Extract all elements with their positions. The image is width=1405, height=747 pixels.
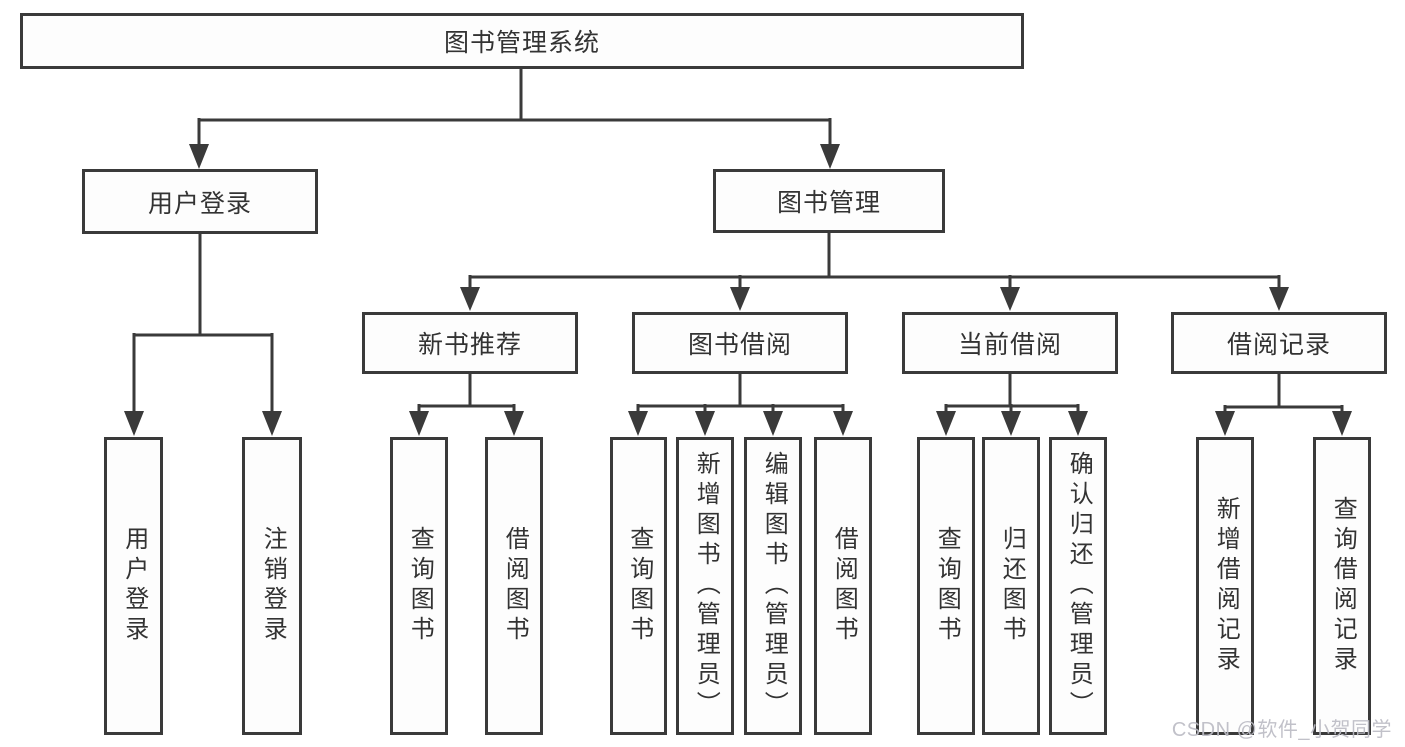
watermark: CSDN @软件_小贺同学 (1171, 719, 1392, 741)
leaf-return-books: 归还图书 (982, 437, 1040, 735)
node-current-borrow-label: 当前借阅 (957, 331, 1062, 359)
leaf-query-borrow-record: 查询借阅记录 (1313, 437, 1371, 735)
node-root-label: 图书管理系统 (443, 29, 600, 57)
leaf-borrow-books-2: 借阅图书 (814, 437, 872, 735)
leaf-borrow-books-2-label: 借阅图书 (830, 526, 858, 646)
node-book-borrow-label: 图书借阅 (687, 331, 792, 359)
node-book-management: 图书管理 (713, 169, 945, 233)
node-root: 图书管理系统 (20, 13, 1024, 69)
leaf-logout-login: 注销登录 (242, 437, 302, 735)
leaf-add-book-admin-label: 新增图书（管理员） (692, 451, 720, 721)
leaf-logout-login-label: 注销登录 (259, 526, 287, 646)
leaf-add-borrow-record-label: 新增借阅记录 (1212, 496, 1240, 676)
leaf-borrow-books-1-label: 借阅图书 (501, 526, 529, 646)
leaf-confirm-return-admin: 确认归还（管理员） (1049, 437, 1107, 735)
node-new-book-recommend-label: 新书推荐 (417, 331, 522, 359)
node-book-management-label: 图书管理 (776, 189, 881, 217)
leaf-query-borrow-record-label: 查询借阅记录 (1329, 496, 1357, 676)
leaf-edit-book-admin-label: 编辑图书（管理员） (760, 451, 788, 721)
leaf-add-book-admin: 新增图书（管理员） (676, 437, 734, 735)
leaf-return-books-label: 归还图书 (998, 526, 1026, 646)
node-user-login: 用户登录 (82, 169, 318, 234)
node-borrow-records: 借阅记录 (1171, 312, 1387, 374)
leaf-borrow-books-1: 借阅图书 (485, 437, 543, 735)
node-current-borrow: 当前借阅 (902, 312, 1118, 374)
leaf-edit-book-admin: 编辑图书（管理员） (744, 437, 802, 735)
leaf-query-books-2: 查询图书 (610, 437, 667, 735)
leaf-user-login: 用户登录 (104, 437, 163, 735)
leaf-query-books-3: 查询图书 (917, 437, 975, 735)
leaf-query-books-3-label: 查询图书 (933, 526, 961, 646)
leaf-query-books-2-label: 查询图书 (625, 526, 653, 646)
leaf-user-login-label: 用户登录 (120, 526, 148, 646)
leaf-query-books-1: 查询图书 (390, 437, 448, 735)
node-user-login-label: 用户登录 (147, 189, 252, 218)
node-new-book-recommend: 新书推荐 (362, 312, 578, 374)
node-borrow-records-label: 借阅记录 (1226, 331, 1331, 359)
leaf-confirm-return-admin-label: 确认归还（管理员） (1065, 451, 1093, 721)
leaf-query-books-1-label: 查询图书 (406, 526, 434, 646)
node-book-borrow: 图书借阅 (632, 312, 848, 374)
leaf-add-borrow-record: 新增借阅记录 (1196, 437, 1254, 735)
